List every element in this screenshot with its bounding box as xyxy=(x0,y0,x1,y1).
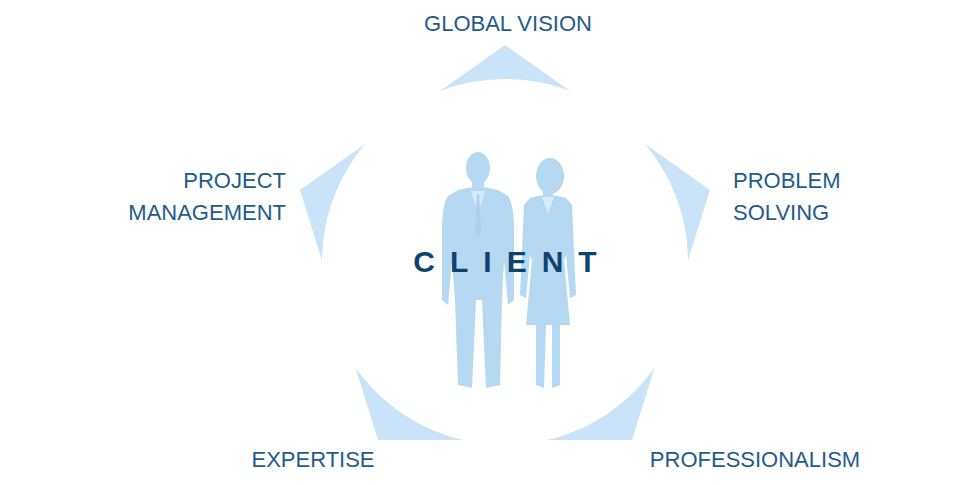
value-label: PROBLEM SOLVING xyxy=(733,165,933,229)
woman-silhouette xyxy=(520,158,576,388)
value-label: PROJECT MANAGEMENT xyxy=(86,165,286,229)
man-tie xyxy=(475,194,481,236)
man-silhouette xyxy=(442,152,514,388)
value-label: PROFESSIONALISM xyxy=(635,444,875,476)
value-label: GLOBAL VISION xyxy=(358,8,658,40)
value-label: EXPERTISE xyxy=(213,444,413,476)
client-circle: CLIENT xyxy=(322,79,688,445)
center-title: CLIENT xyxy=(398,245,611,279)
woman-blouse xyxy=(542,197,554,214)
